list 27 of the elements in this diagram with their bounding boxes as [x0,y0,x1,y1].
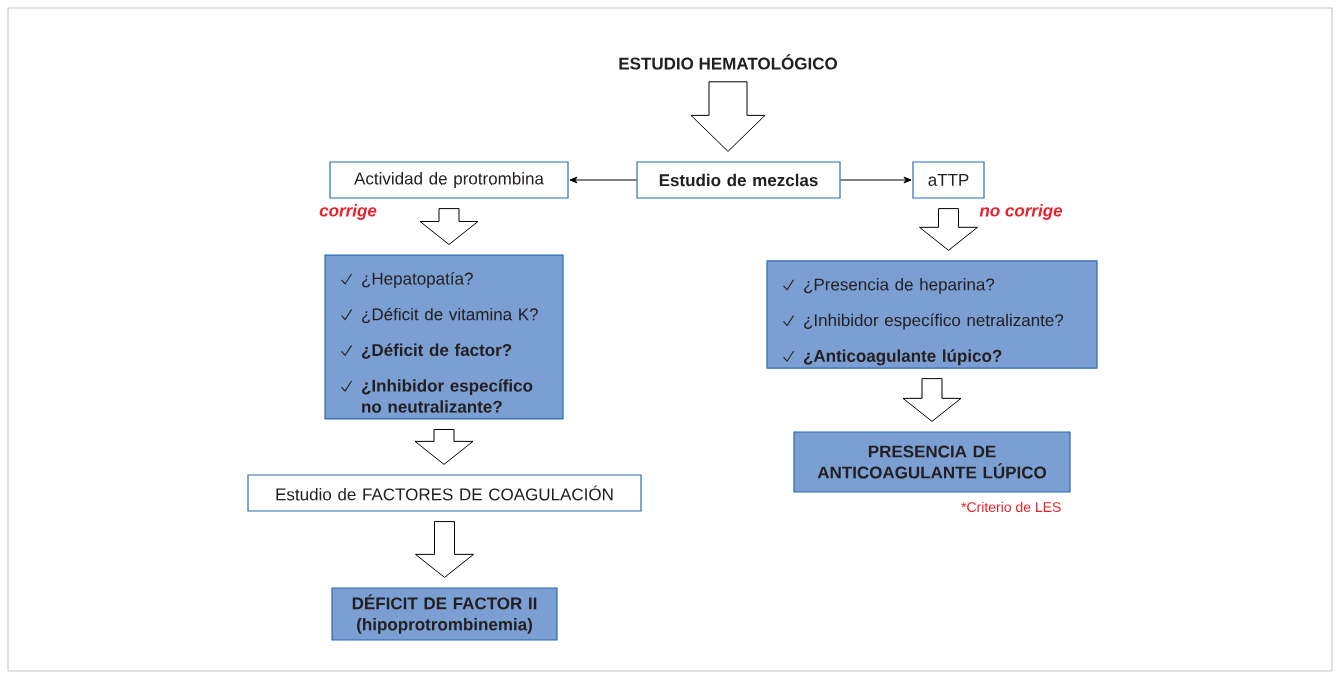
process-box: Estudio de FACTORES DE COAGULACIÓN [247,474,642,512]
block-arrow [919,208,978,251]
question-box [324,254,564,420]
block-arrow [414,429,474,465]
process-box: Actividad de protrombina [329,161,569,199]
footnote-text: *Criterio de LES [961,501,1061,513]
result-box: PRESENCIA DE ANTICOAGULANTE LÚPICO [793,431,1071,493]
question-text: ¿Déficit de vitamina K? [362,307,538,324]
block-arrow [902,378,962,422]
process-box: aTTP [912,161,985,199]
block-arrow [415,521,474,578]
arrow [840,176,912,184]
process-box: Estudio de mezclas [636,161,841,199]
question-box [766,260,1098,369]
question-text: ¿Déficit de factor? [361,343,512,359]
arrow [569,176,637,184]
question-text: ¿Hepatopatía? [362,271,473,288]
heading-text: ESTUDIO HEMATOLÓGICO [619,54,838,70]
block-arrow [690,81,766,152]
block-arrow [419,208,479,245]
question-text: ¿Anticoagulante lúpico? [803,349,1002,366]
question-text: ¿Inhibidor específico netralizante? [804,313,1064,330]
result-box: DÉFICIT DE FACTOR II (hipoprotrombinemia) [331,587,558,641]
question-text: ¿Presencia de heparina? [804,278,995,294]
edge-label: corrige [319,204,377,220]
question-text: ¿Inhibidor específico no neutralizante? [361,379,533,413]
edge-label: no corrige [979,204,1063,220]
